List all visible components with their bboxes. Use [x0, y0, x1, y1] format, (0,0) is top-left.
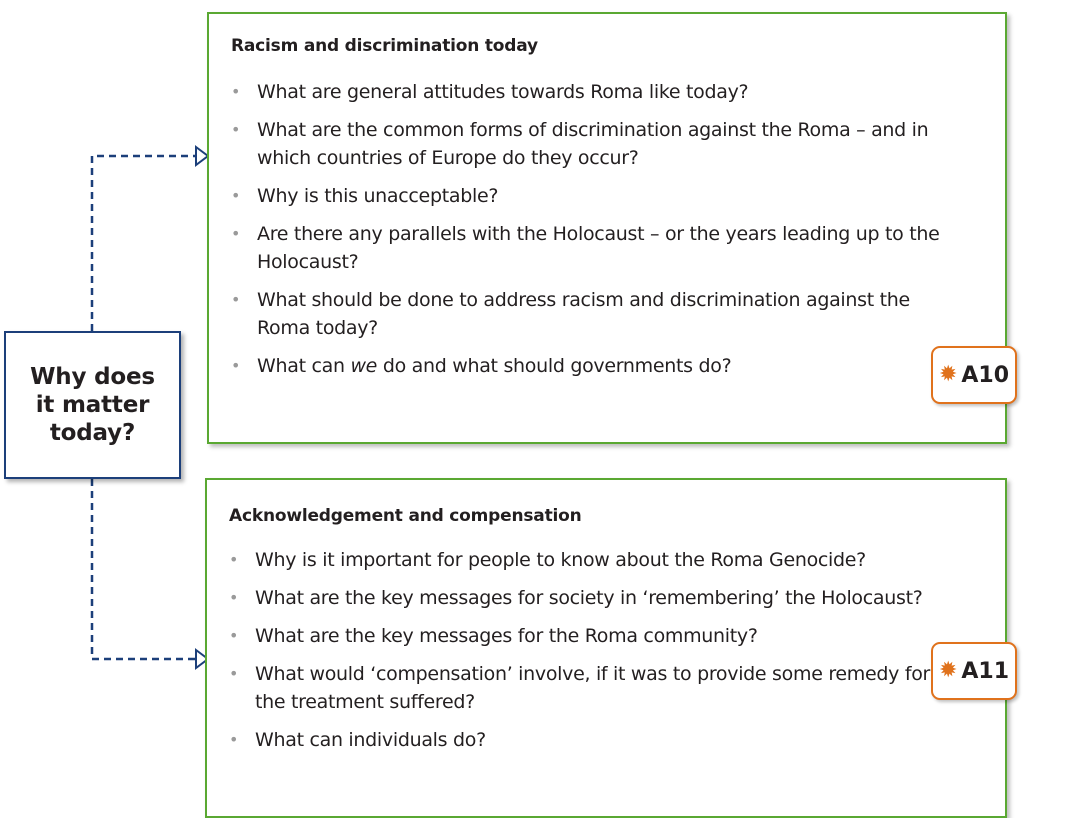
- question-item: • What can individuals do?: [225, 726, 945, 754]
- question-item: • What are general attitudes towards Roma…: [227, 78, 945, 106]
- bullet-icon: •: [229, 664, 239, 683]
- badge-label: A11: [961, 658, 1010, 684]
- bullet-icon: •: [231, 82, 241, 101]
- question-text: What are the key messages for the Roma c…: [255, 625, 758, 647]
- arrowhead-bottom: [195, 648, 210, 670]
- question-text: we: [350, 355, 378, 377]
- panel-title: Racism and discrimination today: [231, 36, 538, 56]
- question-item: • What are the common forms of discrimina…: [227, 116, 945, 172]
- question-item: • What should be done to address racism a…: [227, 286, 945, 342]
- bullet-icon: •: [231, 224, 241, 243]
- bullet-icon: •: [229, 550, 239, 569]
- bullet-icon: •: [229, 626, 239, 645]
- bullet-icon: •: [231, 186, 241, 205]
- activity-badge-a11[interactable]: ✹ A11: [931, 642, 1017, 700]
- question-text: Are there any parallels with the Holocau…: [257, 223, 940, 273]
- question-text: What should be done to address racism an…: [257, 289, 910, 339]
- central-question-label: Why does it matter today?: [30, 364, 155, 446]
- question-text: What are general attitudes towards Roma …: [257, 81, 749, 103]
- question-text: Why is this unacceptable?: [257, 185, 499, 207]
- bullet-icon: •: [231, 290, 241, 309]
- question-list: • What are general attitudes towards Roma…: [227, 78, 945, 390]
- question-text: Why is it important for people to know a…: [255, 549, 866, 571]
- question-text: do and what should governments do?: [377, 355, 732, 377]
- central-question-box: Why does it matter today?: [4, 331, 181, 479]
- question-text: What are the common forms of discriminat…: [257, 119, 929, 169]
- panel-racism-discrimination: Racism and discrimination today • What ar…: [207, 12, 1007, 444]
- question-item: • What would ‘compensation’ involve, if i…: [225, 660, 945, 716]
- question-text: What can: [257, 355, 351, 377]
- question-item: • What are the key messages for the Roma …: [225, 622, 945, 650]
- bullet-icon: •: [229, 588, 239, 607]
- question-item: • What are the key messages for society i…: [225, 584, 945, 612]
- connector-to-top-panel: [90, 154, 196, 331]
- bullet-icon: •: [231, 120, 241, 139]
- question-item: • What can we do and what should governme…: [227, 352, 945, 380]
- bullet-icon: •: [231, 356, 241, 375]
- gear-icon: ✹: [938, 658, 958, 683]
- question-text: What would ‘compensation’ involve, if it…: [255, 663, 931, 713]
- question-list: • Why is it important for people to know …: [225, 546, 945, 764]
- question-text: What are the key messages for society in…: [255, 587, 923, 609]
- question-item: • Why is this unacceptable?: [227, 182, 945, 210]
- panel-title: Acknowledgement and compensation: [229, 506, 582, 526]
- gear-icon: ✹: [938, 362, 958, 387]
- connector-to-bottom-panel: [90, 479, 196, 661]
- arrowhead-top: [195, 145, 210, 167]
- bullet-icon: •: [229, 730, 239, 749]
- badge-label: A10: [961, 362, 1010, 388]
- panel-acknowledgement-compensation: Acknowledgement and compensation • Why is…: [205, 478, 1007, 818]
- question-item: • Are there any parallels with the Holoca…: [227, 220, 945, 276]
- question-item: • Why is it important for people to know …: [225, 546, 945, 574]
- activity-badge-a10[interactable]: ✹ A10: [931, 346, 1017, 404]
- question-text: What can individuals do?: [255, 729, 486, 751]
